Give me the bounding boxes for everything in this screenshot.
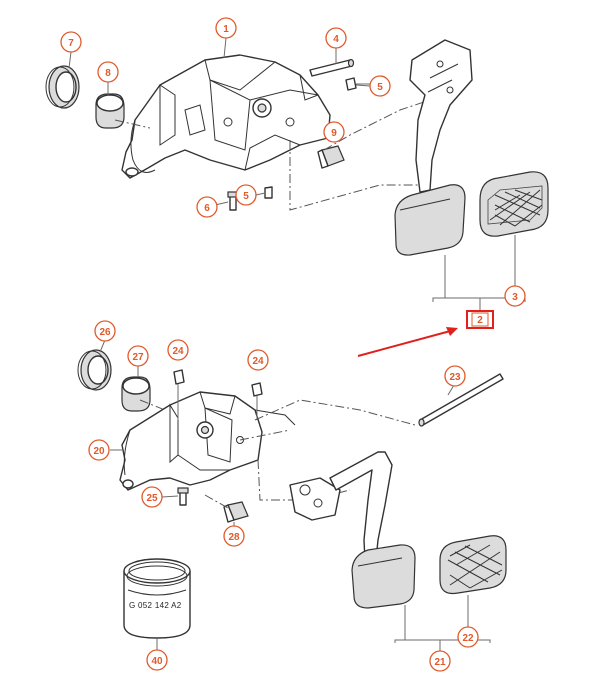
callout-1[interactable]: 1	[215, 17, 237, 39]
callout-5-upper-label: 5	[377, 82, 383, 93]
callout-21[interactable]: 21	[429, 650, 451, 672]
part-1-pedal-bracket	[121, 54, 331, 179]
leader-dash	[323, 99, 431, 151]
part-24-clip-right	[251, 382, 263, 397]
part-9-switch	[317, 145, 345, 169]
callout-20[interactable]: 20	[88, 439, 110, 461]
callout-28[interactable]: 28	[223, 525, 245, 547]
grease-can-label: G 052 142 A2	[129, 601, 182, 610]
callout-23-label: 23	[449, 372, 461, 383]
part-28-switch	[223, 501, 249, 523]
callout-5-lower-label: 5	[243, 191, 249, 202]
callout-8[interactable]: 8	[97, 61, 119, 83]
part-40-grease-can: G 052 142 A2	[123, 558, 191, 639]
callout-24-left[interactable]: 24	[167, 339, 189, 361]
callout-3[interactable]: 3	[504, 285, 526, 307]
callout-9-label: 9	[331, 128, 337, 139]
callout-40-label: 40	[151, 656, 163, 667]
part-5-clip-lower	[264, 186, 273, 199]
callout-2-label: 2	[477, 315, 483, 326]
leader-dash	[289, 140, 430, 211]
part-20-pedal-bracket	[119, 391, 296, 491]
callout-26-label: 26	[99, 327, 111, 338]
highlight-arrow	[357, 327, 458, 357]
callout-5-upper[interactable]: 5	[369, 75, 391, 97]
callout-6-label: 6	[204, 203, 210, 214]
clutch-pedal	[289, 451, 416, 609]
callout-21-label: 21	[434, 657, 446, 668]
callout-7-label: 7	[68, 38, 74, 49]
callout-24-right-label: 24	[252, 356, 264, 367]
part-3-pedal-pad	[479, 171, 549, 237]
callout-22[interactable]: 22	[457, 626, 479, 648]
callout-20-label: 20	[93, 446, 105, 457]
callout-24-left-label: 24	[172, 346, 184, 357]
part-27-bushing	[121, 376, 151, 412]
callout-28-label: 28	[228, 532, 240, 543]
callout-26[interactable]: 26	[94, 320, 116, 342]
callout-23[interactable]: 23	[444, 365, 466, 387]
callout-1-label: 1	[223, 24, 229, 35]
callout-9[interactable]: 9	[323, 121, 345, 143]
part-22-pedal-pad	[439, 535, 507, 595]
callout-8-label: 8	[105, 68, 111, 79]
callout-25-label: 25	[146, 493, 158, 504]
callout-leaders	[68, 37, 455, 526]
callout-5-lower[interactable]: 5	[235, 184, 257, 206]
part-26-seal-ring	[77, 349, 112, 391]
part-8-bushing	[95, 93, 125, 129]
part-4-pin	[309, 58, 355, 77]
part-24-clip-left	[173, 369, 185, 385]
callout-6[interactable]: 6	[196, 196, 218, 218]
callout-4-label: 4	[333, 34, 339, 45]
callout-22-label: 22	[462, 633, 474, 644]
callout-2-highlighted[interactable]: 2	[466, 310, 494, 329]
part-23-rod	[418, 373, 504, 427]
part-5-clip-upper	[345, 77, 357, 91]
callout-3-label: 3	[512, 292, 518, 303]
callout-40[interactable]: 40	[146, 649, 168, 671]
callout-27[interactable]: 27	[127, 345, 149, 367]
callout-27-label: 27	[132, 352, 144, 363]
brake-pedal	[394, 39, 473, 256]
callout-7[interactable]: 7	[60, 31, 82, 53]
leader-dash	[114, 119, 151, 129]
part-7-seal-ring	[45, 65, 80, 109]
callout-25[interactable]: 25	[141, 486, 163, 508]
callout-4[interactable]: 4	[325, 27, 347, 49]
part-25-bolt	[177, 487, 189, 506]
callout-24-right[interactable]: 24	[247, 349, 269, 371]
